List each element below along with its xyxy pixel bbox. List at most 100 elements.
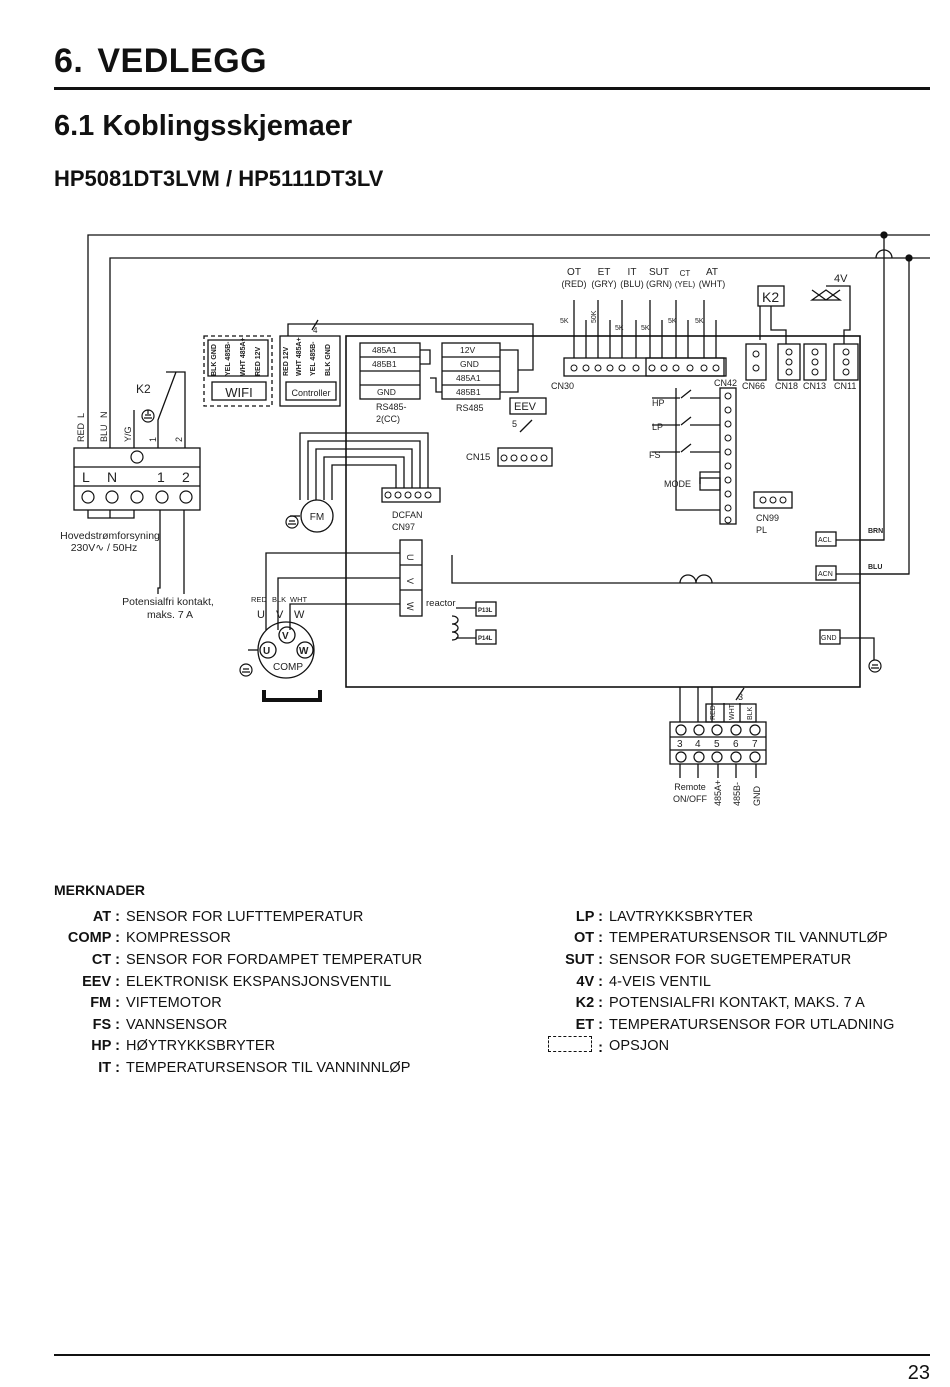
note-row: FM :VIFTEMOTOR — [54, 992, 422, 1014]
sensor-color-it: (BLU) — [620, 279, 644, 289]
comp-wire-wht: WHT — [290, 595, 307, 604]
dashed-box-icon — [548, 1036, 593, 1053]
eev-label: EEV — [514, 401, 537, 413]
bottom-rule — [54, 1354, 930, 1356]
potential-free-line2: maks. 7 A — [147, 609, 193, 621]
wire-label-yg: Y/G — [123, 426, 133, 442]
sensor-res-at: 5K — [695, 318, 704, 325]
note-row: IT : TEMPERATURSENSOR TIL VANNINNLØP — [54, 1057, 422, 1079]
note-row: EEV :ELEKTRONISK EKSPANSJONSVENTIL — [54, 971, 422, 993]
note-row: ET :TEMPERATURSENSOR FOR UTLADNING — [545, 1014, 895, 1036]
bottom-terminal-6: 6 — [733, 739, 739, 750]
comp-circle-v: V — [282, 631, 289, 642]
comp-circle-u: U — [263, 646, 270, 657]
k2-top-label: K2 — [762, 289, 779, 305]
wifi-pin-4: RED 12V — [255, 346, 262, 376]
option-desc: OPSJON — [609, 1038, 670, 1055]
connector-cn18: CN18 — [775, 381, 798, 391]
sensor-color-ot: (RED) — [562, 279, 587, 289]
note-key: SUT : — [565, 951, 603, 968]
sensor-color-ct: (YEL) — [675, 280, 696, 289]
reactor-label: reactor — [426, 598, 456, 609]
bottom-terminal-5: 5 — [714, 739, 720, 750]
note-row: OT : TEMPERATURSENSOR TIL VANNUTLØP — [545, 928, 895, 950]
sensor-it: IT — [628, 267, 637, 278]
power-supply-line2: 230V∿ / 50Hz — [71, 542, 138, 554]
controller-pin-4: BLK GND — [325, 344, 332, 376]
sensor-ot: OT — [567, 267, 581, 278]
sensor-color-et: (GRY) — [591, 279, 616, 289]
connector-cn13: CN13 — [803, 381, 826, 391]
rs485-pin-2: GND — [460, 359, 479, 369]
cn42-label: CN42 — [714, 378, 737, 388]
acl-label: ACL — [818, 537, 832, 544]
note-desc: 4-VEIS VENTIL — [609, 973, 712, 990]
p14l-label: P14L — [478, 636, 493, 642]
wifi-label: WIFI — [225, 385, 252, 400]
cn99-label-1: CN99 — [756, 513, 779, 523]
bottom-label-485b: 485B- — [732, 782, 742, 806]
wifi-pin-3: WHT 485A+ — [240, 337, 247, 376]
note-desc: KOMPRESSOR — [126, 930, 231, 947]
note-key: IT : — [98, 1059, 120, 1076]
connector-cn66: CN66 — [742, 381, 765, 391]
comp-v: V — [276, 609, 284, 621]
comp-label: COMP — [273, 662, 303, 673]
comp-wire-blk: BLK — [272, 595, 286, 604]
rs485-label: RS485 — [456, 403, 484, 413]
chapter-title: VEDLEGG — [97, 42, 268, 80]
potential-free-line1: Potensialfri kontakt, — [122, 596, 214, 608]
note-desc: SENSOR FOR SUGETEMPERATUR — [609, 951, 852, 968]
terminal-1: 1 — [157, 469, 165, 485]
uvw-block-u: U — [405, 554, 415, 561]
wire-label-red: RED — [76, 422, 86, 442]
rs485-pin-1: 12V — [460, 345, 475, 355]
sensor-res-ot: 5K — [560, 318, 569, 325]
power-supply-line1: Hovedstrømforsyning — [60, 530, 160, 542]
top-rule — [54, 87, 930, 90]
sensor-res-ct: 5K — [668, 318, 677, 325]
uvw-block-v: V — [405, 578, 415, 584]
controller-pin-2: WHT 485A+ — [296, 337, 303, 376]
cn99-label-2: PL — [756, 525, 767, 535]
switch-fs: FS — [649, 450, 661, 460]
wire-label-1: 1 — [148, 437, 158, 442]
comp-w: W — [294, 609, 305, 621]
wifi-pin-2: YEL 485B- — [225, 341, 232, 376]
note-row: LP : LAVTRYKKSBRYTER — [545, 906, 895, 928]
note-desc: VANNSENSOR — [126, 1016, 228, 1033]
remote-label-1: Remote — [674, 782, 706, 792]
cn30-label: CN30 — [551, 381, 574, 391]
note-desc: TEMPERATURSENSOR TIL VANNINNLØP — [126, 1059, 411, 1076]
note-row: HP :HØYTRYKKSBRYTER — [54, 1036, 422, 1058]
note-desc: TEMPERATURSENSOR FOR UTLADNING — [609, 1016, 895, 1033]
note-key: LP : — [575, 908, 603, 925]
note-key: COMP : — [67, 930, 120, 947]
note-desc: TEMPERATURSENSOR TIL VANNUTLØP — [609, 930, 888, 947]
note-key: FM : — [90, 995, 120, 1012]
note-desc: LAVTRYKKSBRYTER — [609, 908, 754, 925]
controller-pin-3: YEL 485B- — [310, 341, 317, 376]
bottom-terminal-3: 3 — [677, 739, 683, 750]
dcfan-label-1: DCFAN — [392, 510, 423, 520]
sensor-ct: CT — [680, 269, 691, 278]
note-key: K2 : — [575, 995, 603, 1012]
chapter-number: 6. — [54, 42, 84, 80]
wifi-pin-1: BLK GND — [211, 344, 218, 376]
sensor-color-sut: (GRN) — [646, 279, 672, 289]
note-row: FS :VANNSENSOR — [54, 1014, 422, 1036]
brn-label: BRN — [868, 528, 883, 535]
notes-left-list: AT :SENSOR FOR LUFTTEMPERATUR COMP :KOMP… — [54, 906, 422, 1079]
bottom-label-485a: 485A+ — [713, 780, 723, 806]
sensor-res-it: 5K — [615, 325, 624, 332]
note-key: HP : — [91, 1038, 120, 1055]
bottom-terminal-4: 4 — [695, 739, 701, 750]
bottom-label-gnd: GND — [752, 786, 762, 807]
note-key: EEV : — [82, 973, 120, 990]
bottom-wire-wht: WHT — [729, 703, 736, 720]
sensor-color-at: (WHT) — [699, 279, 726, 289]
terminal-2: 2 — [182, 469, 190, 485]
note-key: OT : — [574, 930, 603, 947]
blu-label: BLU — [868, 564, 882, 571]
wire-label-2: 2 — [174, 437, 184, 442]
